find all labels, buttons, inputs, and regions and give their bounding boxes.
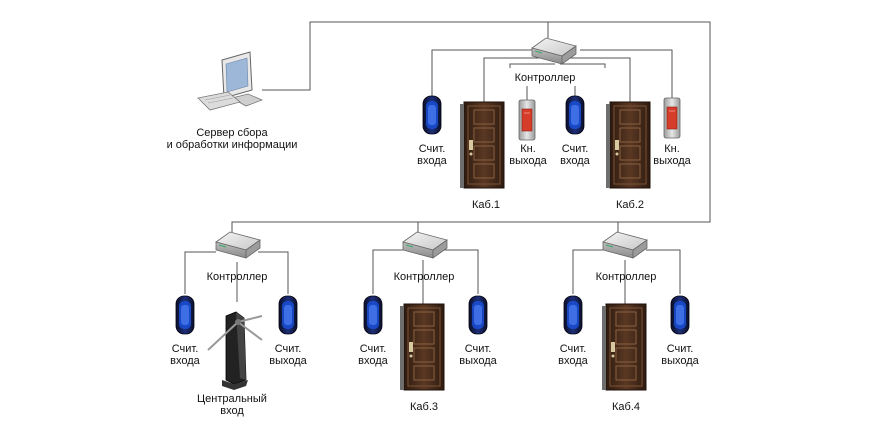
top-reader2-icon <box>565 95 585 135</box>
top-exit-button2-label-line1: Кн. <box>664 143 680 155</box>
top-controller-icon <box>531 37 577 65</box>
turnstile-reader-out-icon <box>278 295 298 335</box>
network-wiring <box>184 21 711 304</box>
office4-door-label: Каб.4 <box>612 401 640 413</box>
turnstile-reader-out-label-line1: Счит. <box>275 343 302 355</box>
office3-reader-in-icon <box>363 295 383 335</box>
office3-reader-out-label-line2: выхода <box>459 355 497 367</box>
office3-door-label: Каб.3 <box>410 401 438 413</box>
top-exit-button1-icon <box>518 99 536 141</box>
top-exit-button1-label-line2: выхода <box>509 155 547 167</box>
turnstile-reader-out-label-line2: выхода <box>269 355 307 367</box>
top-reader2-label-line1: Счит. <box>562 143 589 155</box>
top-door2-icon <box>605 101 651 189</box>
turnstile-controller-icon <box>215 231 261 259</box>
office4-reader-in-label-line2: входа <box>558 355 589 367</box>
office3-reader-in-label-line2: входа <box>358 355 389 367</box>
turnstile-reader-in-label-line1: Счит. <box>172 343 199 355</box>
turnstile-icon <box>207 311 263 390</box>
top-door1-label: Каб.1 <box>472 199 500 211</box>
central-entrance-label-line2: вход <box>220 405 244 417</box>
office3-reader-in-label-line1: Счит. <box>360 343 387 355</box>
office4-door-icon <box>601 303 647 391</box>
office3-door-icon <box>399 303 445 391</box>
office4-controller-label: Контроллер <box>596 271 657 283</box>
top-exit-button1-label-line1: Кн. <box>520 143 536 155</box>
server-label-line2: и обработки информации <box>167 139 298 151</box>
top-exit-button2-icon <box>663 97 681 139</box>
central-entrance-label-line1: Центральный <box>197 393 267 405</box>
top-reader1-label-line2: входа <box>417 155 448 167</box>
office3-reader-out-label-line1: Счит. <box>465 343 492 355</box>
office4-reader-out-label-line2: выхода <box>661 355 699 367</box>
turnstile-reader-in-icon <box>175 295 195 335</box>
top-reader1-label-line1: Счит. <box>419 143 446 155</box>
server-label-line1: Сервер сбора <box>196 127 268 139</box>
top-door2-label: Каб.2 <box>616 199 644 211</box>
server-computer-icon <box>197 51 264 111</box>
top-controller-label: Контроллер <box>515 72 576 84</box>
turnstile-controller-label: Контроллер <box>207 271 268 283</box>
office4-reader-out-label-line1: Счит. <box>667 343 694 355</box>
top-door1-icon <box>459 101 505 189</box>
top-reader2-label-line2: входа <box>560 155 591 167</box>
top-reader1-icon <box>422 95 442 135</box>
top-exit-button2-label-line2: выхода <box>653 155 691 167</box>
turnstile-reader-in-label-line2: входа <box>170 355 201 367</box>
office3-controller-icon <box>402 231 448 259</box>
office3-controller-label: Контроллер <box>394 271 455 283</box>
office3-reader-out-icon <box>468 295 488 335</box>
office4-reader-in-label-line1: Счит. <box>560 343 587 355</box>
office4-reader-out-icon <box>670 295 690 335</box>
office4-reader-in-icon <box>563 295 583 335</box>
office4-controller-icon <box>602 231 648 259</box>
